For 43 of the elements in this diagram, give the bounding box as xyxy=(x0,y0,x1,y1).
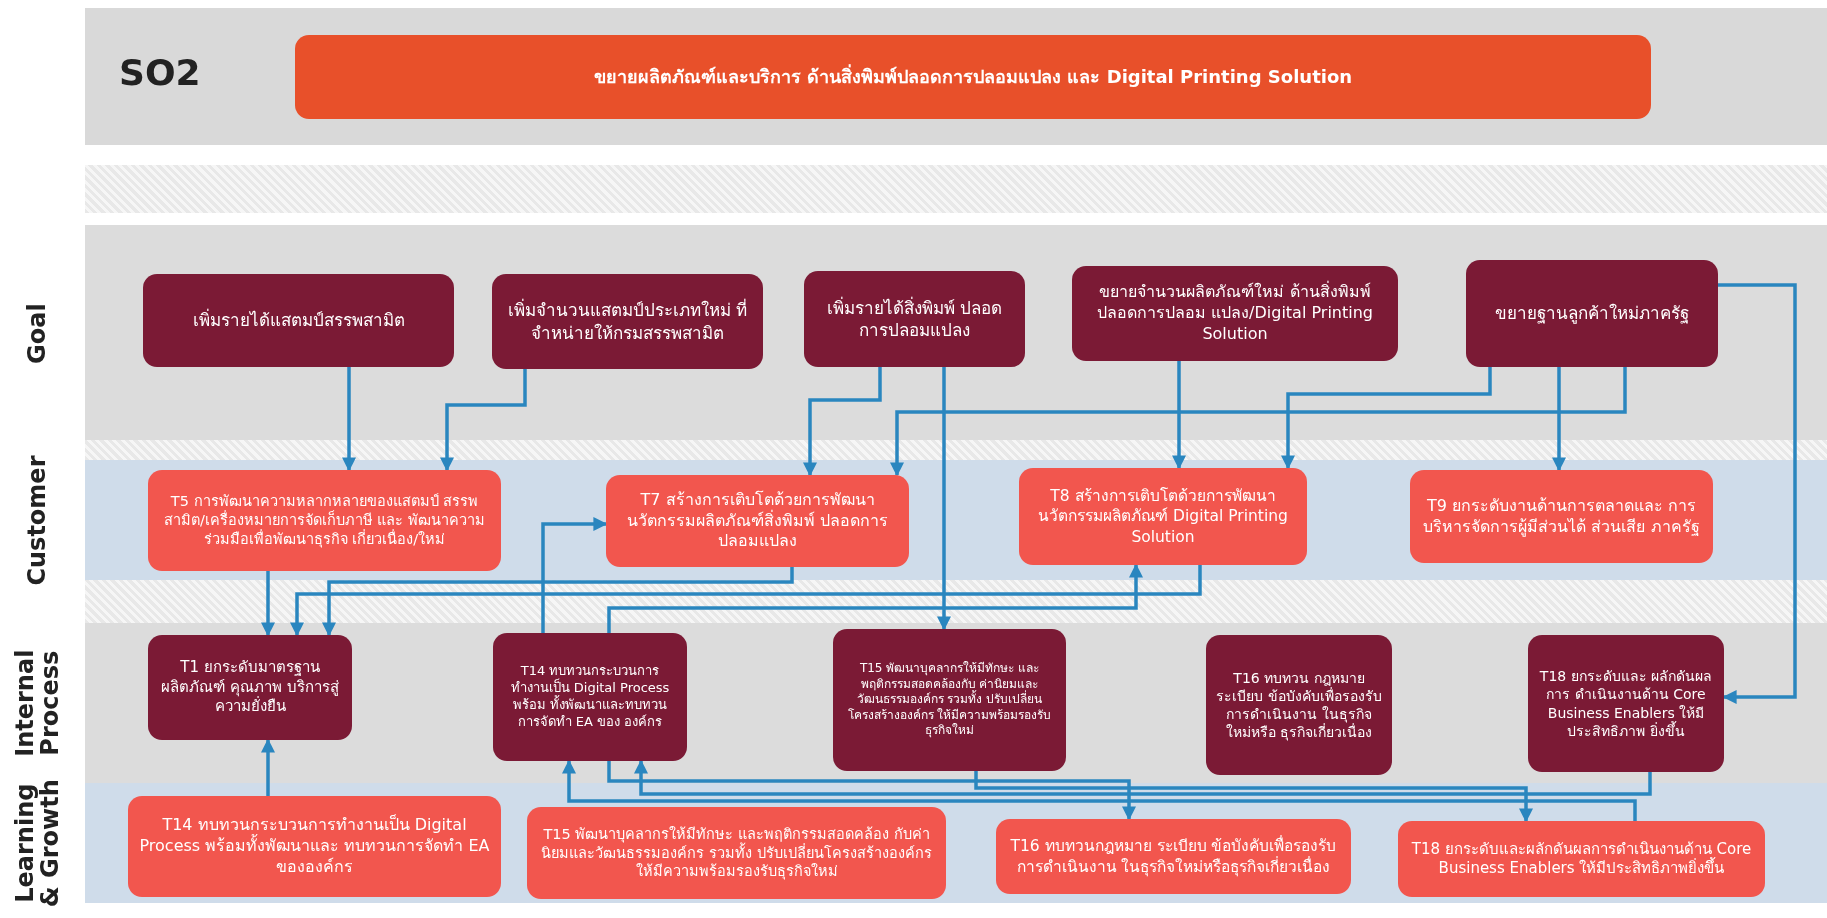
arrow xyxy=(261,571,275,637)
objective-box: T18 ยกระดับและผลักดันผลการดำเนินงานด้าน Core Business Enablers ให้มีประสิทธิภาพยิ่งขึ้น xyxy=(1398,821,1765,897)
objective-box: T7 สร้างการเติบโตด้วยการพัฒนา นวัตกรรมผลิตภัณฑ์สิ่งพิมพ์ ปลอดการปลอมแปลง xyxy=(606,475,909,567)
arrow xyxy=(562,759,1637,821)
arrow xyxy=(974,771,1533,823)
process-box: T1 ยกระดับมาตรฐาน ผลิตภัณฑ์ คุณภาพ บริการสู่ความยั่งยืน xyxy=(148,635,352,740)
process-box: T14 ทบทวนกระบวนการ ทำงานเป็น Digital Process พร้อม ทั้งพัฒนาและทบทวน การจัดทำ EA ของ องค์กร xyxy=(493,633,687,761)
row-label: Learning & Growth xyxy=(12,778,64,909)
objective-box: T15 พัฒนาบุคลากรให้มีทักษะ และพฤติกรรมสอดคล้อง กับค่านิยมและวัฒนธรรมองค์กร รวมทั้ง ปรับเปลี่ยนโครงสร้างองค์กร ให้มีความพร้อมรองรับธุรกิจใหม่ xyxy=(527,807,946,899)
arrow xyxy=(290,565,1202,637)
row-label: Internal Process xyxy=(12,648,64,759)
arrow xyxy=(1281,367,1492,470)
objective-box: T5 การพัฒนาความหลากหลายของแสตมป์ สรรพสามิต/เครื่องหมายการจัดเก็บภาษี และ พัฒนาความร่วมมือเพื่อพัฒนาธุรกิจ เกี่ยวเนื่อง/ใหม่ xyxy=(148,470,501,571)
process-box: T16 ทบทวน กฎหมาย ระเบียบ ข้อบังคับเพื่อรองรับ การดำเนินงาน ในธุรกิจใหม่หรือ ธุรกิจเกี่ยวเนื่อง xyxy=(1206,635,1392,775)
objective-box: T9 ยกระดับงานด้านการตลาดและ การบริหารจัดการผู้มีส่วนได้ ส่วนเสีย ภาครัฐ xyxy=(1410,470,1713,563)
process-box: T18 ยกระดับและ ผลักดันผลการ ดำเนินงานด้าน Core Business Enablers ให้มีประสิทธิภาพ ยิ่งขึ้น xyxy=(1528,635,1724,772)
goal-box: ขยายจำนวนผลิตภัณฑ์ใหม่ ด้านสิ่งพิมพ์ปลอดการปลอม แปลง/Digital Printing Solution xyxy=(1072,266,1398,361)
arrow xyxy=(541,517,608,633)
goal-box: ขยายฐานลูกค้าใหม่ภาครัฐ xyxy=(1466,260,1718,367)
objective-box: T14 ทบทวนกระบวนการทำงานเป็น Digital Process พร้อมทั้งพัฒนาและ ทบทวนการจัดทำ EA ขององค์กร xyxy=(128,796,501,897)
arrow xyxy=(1552,367,1566,472)
arrow xyxy=(322,567,794,637)
goal-box: เพิ่มรายได้แสตมป์สรรพสามิต xyxy=(143,274,454,367)
arrow xyxy=(634,759,1652,796)
objective-box: T16 ทบทวนกฎหมาย ระเบียบ ข้อบังคับเพื่อรองรับการดำเนินงาน ในธุรกิจใหม่หรือธุรกิจเกี่ยวเนื่อง xyxy=(996,819,1351,894)
strategy-banner: ขยายผลิตภัณฑ์และบริการ ด้านสิ่งพิมพ์ปลอดการปลอมแปลง และ Digital Printing Solution xyxy=(295,35,1651,119)
objective-code: SO2 xyxy=(119,51,201,93)
arrow xyxy=(890,367,1627,477)
arrow xyxy=(607,563,1143,633)
arrow xyxy=(342,367,356,472)
row-label: Customer xyxy=(25,455,51,586)
row-label: Goal xyxy=(25,301,51,366)
arrow xyxy=(261,738,275,796)
arrow xyxy=(1718,283,1797,704)
arrow xyxy=(607,761,1136,821)
arrow xyxy=(937,367,951,631)
objective-box: T8 สร้างการเติบโตด้วยการพัฒนา นวัตกรรมผลิตภัณฑ์ Digital Printing Solution xyxy=(1019,468,1307,565)
arrow xyxy=(440,369,527,472)
process-box: T15 พัฒนาบุคลากรให้มีทักษะ และพฤติกรรมสอดคล้องกับ ค่านิยมและวัฒนธรรมองค์กร รวมทั้ง ปรับเปลี่ยน โครงสร้างองค์กร ให้มีความพร้อมรองรับ ธุรกิจใหม่ xyxy=(833,629,1066,771)
arrow xyxy=(803,367,882,477)
goal-box: เพิ่มรายได้สิ่งพิมพ์ ปลอด การปลอมแปลง xyxy=(804,271,1025,367)
arrow xyxy=(1172,361,1186,470)
goal-box: เพิ่มจำนวนแสตมป์ประเภทใหม่ ที่จำหน่ายให้กรมสรรพสามิต xyxy=(492,274,763,369)
